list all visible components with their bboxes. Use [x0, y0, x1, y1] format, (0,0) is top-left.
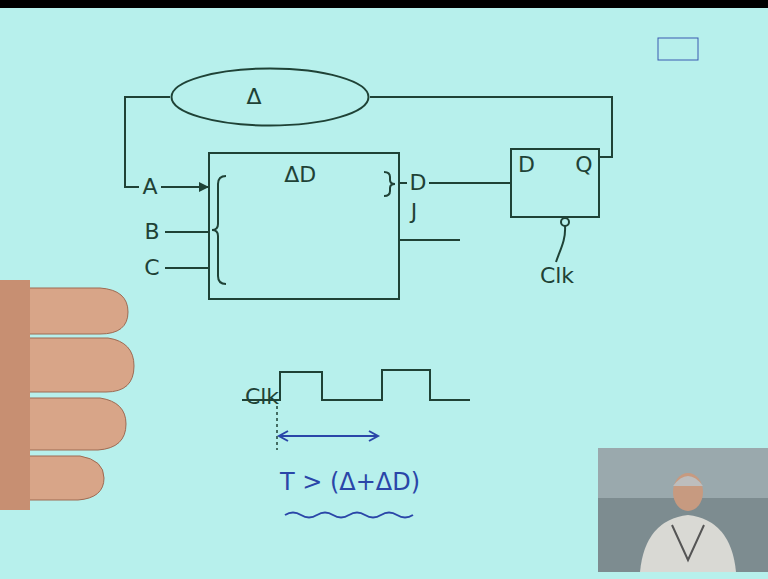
oval-outline — [172, 69, 369, 126]
signal-name: J — [411, 200, 418, 224]
palm — [0, 280, 30, 510]
bracket — [384, 172, 395, 196]
node-text: D — [518, 154, 535, 176]
corner-tag — [658, 38, 698, 60]
clock-label: Clk — [540, 264, 574, 288]
signal-name: A — [139, 175, 160, 199]
wire — [125, 97, 208, 187]
clock-wire — [556, 226, 565, 262]
signal-name: D — [407, 171, 430, 195]
bracket — [212, 176, 226, 284]
timing-constraint: T > (Δ+ΔD) — [280, 469, 420, 495]
wavy-underline — [285, 513, 413, 518]
node-text: Δ — [246, 86, 261, 108]
output-wire — [400, 239, 460, 241]
node-text: Q — [575, 154, 592, 176]
delay-oval: Δ — [170, 67, 370, 127]
oval-outline — [170, 67, 370, 127]
person-hair — [673, 476, 703, 486]
flip-flop: DQ — [510, 148, 600, 218]
clock-label: Clk — [245, 385, 279, 409]
video-inset — [598, 448, 768, 572]
period-marker — [276, 406, 278, 450]
input-wire — [165, 267, 208, 269]
arrowhead — [279, 431, 378, 441]
person-collar — [672, 525, 704, 560]
signal-name: C — [144, 256, 159, 280]
node-text: ΔD — [284, 164, 316, 186]
period-arrow — [279, 435, 378, 437]
person-head — [673, 473, 703, 511]
top-band — [0, 0, 768, 8]
hand — [0, 280, 134, 510]
clock-bubble — [561, 218, 569, 226]
signal-name: B — [144, 220, 159, 244]
person-body — [640, 515, 736, 572]
logic-box: ΔD — [208, 152, 400, 300]
input-wire — [165, 231, 208, 233]
video-ground — [598, 448, 768, 572]
